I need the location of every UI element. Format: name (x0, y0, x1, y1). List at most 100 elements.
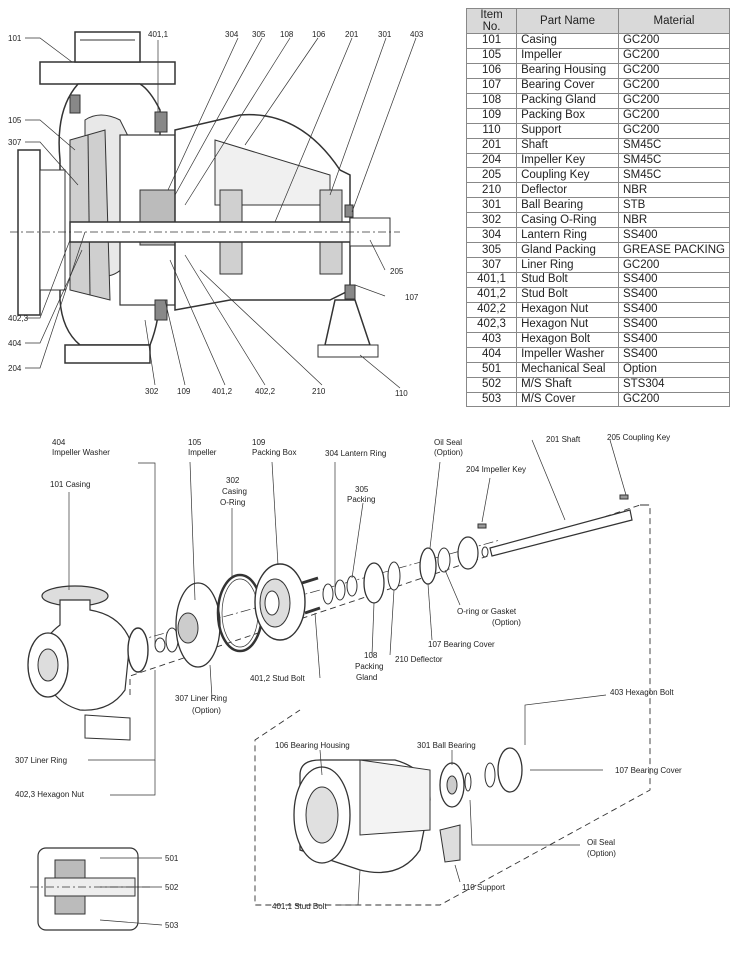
item-no-cell: 109 (465, 107, 518, 124)
exp-label-307-a: 307 Liner Ring (175, 694, 227, 703)
material-cell: GC200 (617, 107, 731, 124)
item-no-cell: 305 (465, 242, 518, 259)
exp-label-402-3: 402,3 Hexagon Nut (15, 790, 85, 799)
header-item-no: Item No. (465, 8, 518, 34)
part-name-cell: Mechanical Seal (516, 361, 619, 378)
part-name-cell: Ball Bearing (516, 197, 619, 214)
exp-label-501: 501 (165, 854, 179, 863)
exp-label-305-name: Packing (347, 495, 375, 504)
part-name-cell: Support (516, 122, 619, 139)
item-no-cell: 402,2 (465, 301, 518, 318)
part-name-cell: Stud Bolt (516, 286, 619, 303)
material-cell: GC200 (617, 257, 731, 273)
exp-label-107-b: 107 Bearing Cover (615, 766, 682, 775)
part-name-cell: Shaft (516, 137, 619, 154)
material-cell: NBR (617, 182, 731, 199)
item-no-cell: 210 (465, 182, 518, 199)
exp-label-404-num: 404 (52, 438, 66, 447)
exp-label-401-2: 401,2 Stud Bolt (250, 674, 305, 683)
exp-label-oilseal2-b: (Option) (587, 849, 616, 858)
material-cell: STS304 (617, 376, 731, 393)
exp-label-106: 106 Bearing Housing (275, 741, 350, 750)
sec-label-403: 403 (410, 30, 424, 39)
material-cell: GC200 (617, 122, 731, 139)
part-name-cell: Casing (516, 33, 619, 49)
exp-label-oring-b: (Option) (492, 618, 521, 627)
exp-label-107-a: 107 Bearing Cover (428, 640, 495, 649)
exp-label-210: 210 Deflector (395, 655, 443, 664)
exp-label-oring-a: O-ring or Gasket (457, 607, 517, 616)
material-cell: GC200 (617, 391, 731, 408)
exp-label-108-sub: Gland (356, 673, 377, 682)
exp-label-305-num: 305 (355, 485, 369, 494)
exp-label-201: 201 Shaft (546, 435, 581, 444)
sec-label-401-2: 401,2 (212, 387, 233, 396)
parts-table-header: Item No. Part Name Material (465, 8, 731, 34)
item-no-cell: 110 (465, 122, 518, 139)
exp-label-108-name: Packing (355, 662, 383, 671)
sec-label-101: 101 (8, 34, 22, 43)
bearing-housing-part (293, 759, 431, 874)
sectional-view (10, 31, 417, 389)
exp-label-307-c: 307 Liner Ring (15, 756, 67, 765)
exp-label-205: 205 Coupling Key (607, 433, 670, 442)
sec-label-110: 110 (395, 389, 408, 398)
sec-label-204: 204 (8, 364, 22, 373)
exp-label-401-1: 401,1 Stud Bolt (272, 902, 327, 911)
sec-label-301: 301 (378, 30, 392, 39)
material-cell: GC200 (617, 77, 731, 94)
part-name-cell: Deflector (516, 182, 619, 199)
part-name-cell: Lantern Ring (516, 227, 619, 244)
exp-label-110: 110 Support (462, 883, 506, 892)
exp-label-105-name: Impeller (188, 448, 217, 457)
material-cell: GC200 (617, 62, 731, 79)
material-cell: SS400 (617, 301, 731, 318)
item-no-cell: 108 (465, 92, 518, 109)
part-name-cell: Bearing Housing (516, 62, 619, 79)
exp-label-oilseal-b: (Option) (434, 448, 463, 457)
material-cell: GREASE PACKING (617, 242, 731, 259)
exp-label-502: 502 (165, 883, 179, 892)
part-name-cell: Packing Box (516, 107, 619, 124)
item-no-cell: 201 (465, 137, 518, 154)
header-part-name: Part Name (516, 8, 619, 34)
material-cell: SS400 (617, 227, 731, 244)
sec-label-107: 107 (405, 293, 419, 302)
exp-label-302-num: 302 (226, 476, 240, 485)
item-no-cell: 106 (465, 62, 518, 79)
material-cell: GC200 (617, 47, 731, 64)
part-name-cell: Impeller Washer (516, 346, 619, 363)
exploded-view (27, 439, 651, 931)
sec-label-201: 201 (345, 30, 359, 39)
sec-label-402-2: 402,2 (255, 387, 276, 396)
item-no-cell: 105 (465, 47, 518, 64)
exp-label-307-b: (Option) (192, 706, 221, 715)
sec-label-304: 304 (225, 30, 239, 39)
part-name-cell: Packing Gland (516, 92, 619, 109)
exp-label-304: 304 Lantern Ring (325, 449, 386, 458)
sec-label-108: 108 (280, 30, 294, 39)
part-name-cell: Coupling Key (516, 167, 619, 184)
material-cell: SS400 (617, 316, 731, 333)
item-no-cell: 107 (465, 77, 518, 94)
exp-label-109-num: 109 (252, 438, 266, 447)
material-cell: SM45C (617, 152, 731, 169)
item-no-cell: 301 (465, 197, 518, 214)
sec-label-401-1: 401,1 (148, 30, 169, 39)
item-no-cell: 502 (465, 376, 518, 393)
sec-label-305: 305 (252, 30, 266, 39)
